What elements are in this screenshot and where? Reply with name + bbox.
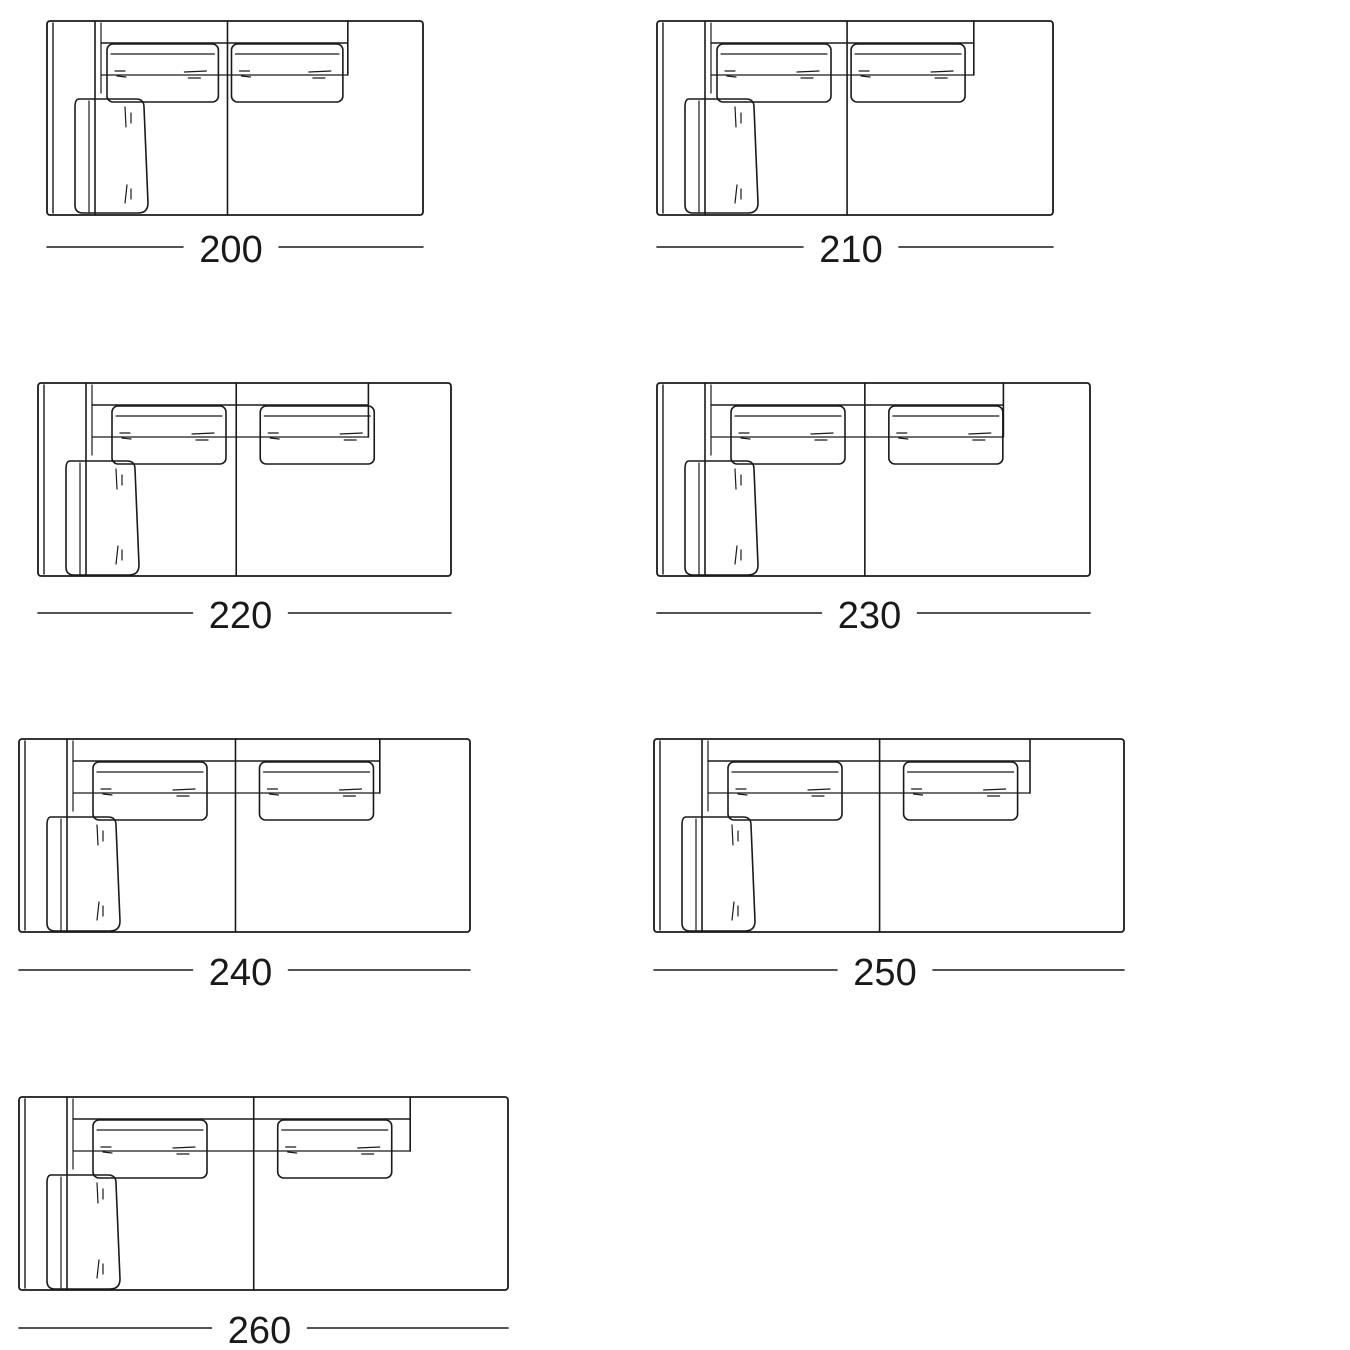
sofa-module: 200 <box>46 20 424 271</box>
sofa-module: 220 <box>37 382 452 637</box>
back-cushion <box>888 405 1004 465</box>
side-cushion <box>65 460 140 576</box>
side-cushion-fold <box>734 545 742 565</box>
back-cushion <box>92 761 208 821</box>
sofa-outline <box>46 20 424 216</box>
sofa-modules: 200 210 220 230 240 250 260 <box>18 20 1125 1350</box>
side-cushion-fold <box>96 824 104 846</box>
sofa-module: 230 <box>656 382 1091 637</box>
sofa-outline <box>18 1096 509 1291</box>
width-label: 240 <box>209 952 272 994</box>
back-cushion <box>258 761 375 821</box>
side-cushion-fold <box>731 824 739 846</box>
back-cushion <box>276 1119 393 1179</box>
back-cushion <box>730 405 846 465</box>
side-cushion-fold <box>731 901 739 921</box>
sofa-outline <box>653 738 1125 933</box>
width-label: 250 <box>853 952 916 994</box>
side-cushion-fold <box>115 545 123 565</box>
side-cushion <box>684 460 759 576</box>
width-label: 230 <box>838 595 901 637</box>
side-cushion <box>681 816 756 932</box>
back-cushion <box>106 43 220 103</box>
side-cushion-fold <box>115 468 123 490</box>
side-cushion-fold <box>734 184 742 204</box>
sofa-module: 240 <box>18 738 471 994</box>
sofa-outline <box>656 20 1054 216</box>
width-label: 220 <box>209 595 272 637</box>
sofa-outline <box>656 382 1091 577</box>
back-cushion <box>902 761 1019 821</box>
side-cushion-fold <box>734 106 742 128</box>
back-cushion <box>727 761 843 821</box>
side-cushion-fold <box>734 468 742 490</box>
side-cushion-fold <box>96 1182 104 1204</box>
width-label: 260 <box>228 1310 291 1350</box>
back-cushion <box>259 405 376 465</box>
sofa-module: 250 <box>653 738 1125 994</box>
side-cushion <box>74 98 149 214</box>
width-label: 200 <box>199 229 262 271</box>
back-cushion <box>850 43 966 103</box>
side-cushion <box>46 816 121 932</box>
side-cushion-fold <box>96 901 104 921</box>
side-cushion <box>684 98 759 214</box>
back-cushion <box>111 405 227 465</box>
sofa-module: 260 <box>18 1096 509 1350</box>
sofa-module: 210 <box>656 20 1054 271</box>
back-cushion <box>716 43 832 103</box>
sofa-outline <box>37 382 452 577</box>
back-cushion <box>92 1119 208 1179</box>
sofa-outline <box>18 738 471 933</box>
side-cushion-fold <box>96 1259 104 1279</box>
side-cushion <box>46 1174 121 1290</box>
back-cushion <box>230 43 344 103</box>
side-cushion-fold <box>124 106 132 128</box>
side-cushion-fold <box>124 184 132 204</box>
width-label: 210 <box>819 229 882 271</box>
